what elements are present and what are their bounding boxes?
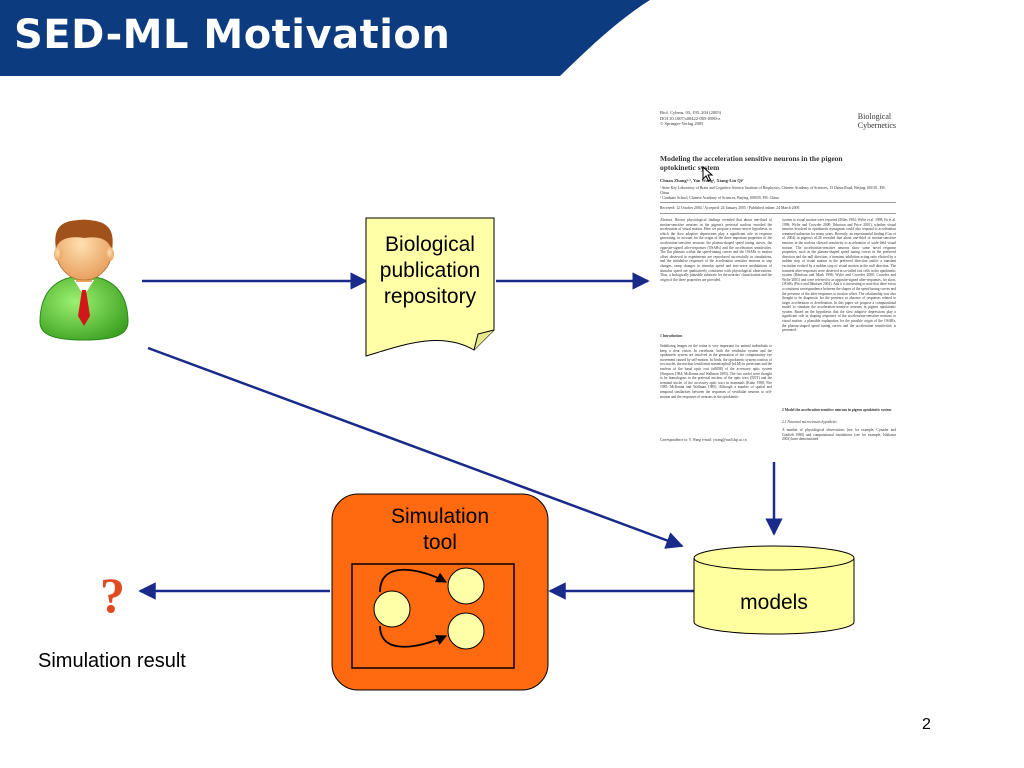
slide-title: SED-ML Motivation: [14, 12, 451, 58]
simulation-tool-inner-frame: [351, 563, 515, 669]
user-avatar-icon: [39, 219, 129, 341]
journal-name: Biological Cybernetics: [857, 112, 896, 130]
models-node: [693, 545, 855, 635]
repository-label: Biological publication repository: [379, 233, 481, 308]
paper-right-column-2: A number of physiological observations (…: [782, 428, 896, 442]
repository-fold: [473, 329, 495, 351]
paper-section-heading: 2 Model the acceleration-sensitive neuro…: [782, 408, 892, 412]
paper-rule: [660, 202, 896, 203]
paper-intro: Stabilizing images on the retina is very…: [660, 344, 772, 399]
simulation-tool-label: Simulation tool: [390, 505, 490, 554]
circuit-arrow-bottom: [379, 625, 447, 648]
circuit-arrow-top: [379, 568, 447, 593]
arrow-user-to-models: [147, 346, 684, 549]
paper-rule: [660, 213, 896, 214]
simulation-result-label: Simulation result: [38, 650, 186, 672]
question-mark: ?: [100, 567, 125, 623]
circuit-node-top: [447, 567, 485, 605]
models-label: models: [740, 591, 808, 614]
circuit-node-bottom: [447, 612, 485, 650]
page-number: 2: [922, 716, 931, 733]
paper-affiliations: ¹ State Key Laboratory of Brain and Cogn…: [660, 186, 886, 200]
paper-received: Received: 12 October 2004 / Accepted: 24…: [660, 206, 800, 210]
paper-meta: Biol. Cybern. 93, 195–204 (2005) DOI 10.…: [660, 110, 722, 126]
paper-title: Modeling the acceleration sensitive neur…: [660, 154, 843, 172]
paper-authors: Chuan Zhang¹·², Yan Wang¹, Xiang-Lin Qi²: [660, 178, 744, 183]
publication-page-image: Biol. Cybern. 93, 195–204 (2005) DOI 10.…: [652, 102, 902, 460]
circuit-node-left: [373, 590, 411, 628]
paper-right-column: system to visual motion were reported (M…: [782, 218, 896, 333]
paper-subsection-heading: 2.1 Neuronal microcircuits hypothesis: [782, 420, 837, 424]
cursor-icon: [702, 166, 714, 182]
title-bar: [0, 0, 650, 76]
paper-footnote: Correspondence to: Y. Wang e-mail: ywang…: [660, 438, 747, 442]
paper-intro-heading: 1 Introduction: [660, 334, 683, 338]
paper-abstract: Abstract. Recent physiological findings …: [660, 218, 772, 282]
